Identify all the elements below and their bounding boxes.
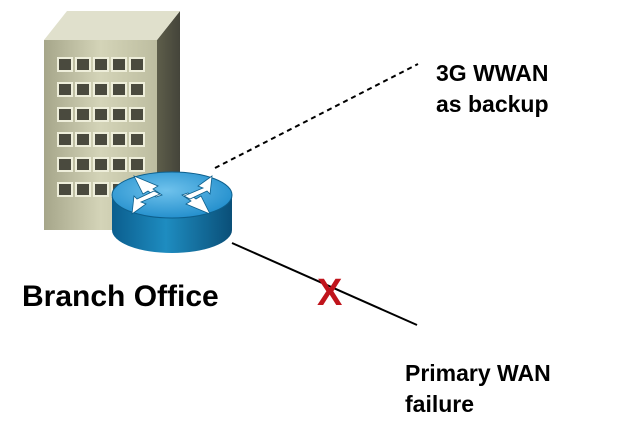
branch-office-label: Branch Office xyxy=(22,280,219,313)
office-building-icon xyxy=(44,11,180,230)
router-icon xyxy=(111,171,233,253)
wwan-backup-label: 3G WWAN as backup xyxy=(436,58,549,120)
wwan-backup-label-line2: as backup xyxy=(436,91,549,117)
primary-wan-failure-label-line2: failure xyxy=(405,391,475,417)
primary-wan-link xyxy=(231,242,418,326)
failure-x-mark: X xyxy=(317,272,343,314)
primary-wan-failure-label-line1: Primary WAN xyxy=(405,360,551,386)
wwan-backup-link xyxy=(214,63,419,169)
primary-wan-failure-label: Primary WAN failure xyxy=(405,358,551,420)
wwan-backup-label-line1: 3G WWAN xyxy=(436,60,549,86)
